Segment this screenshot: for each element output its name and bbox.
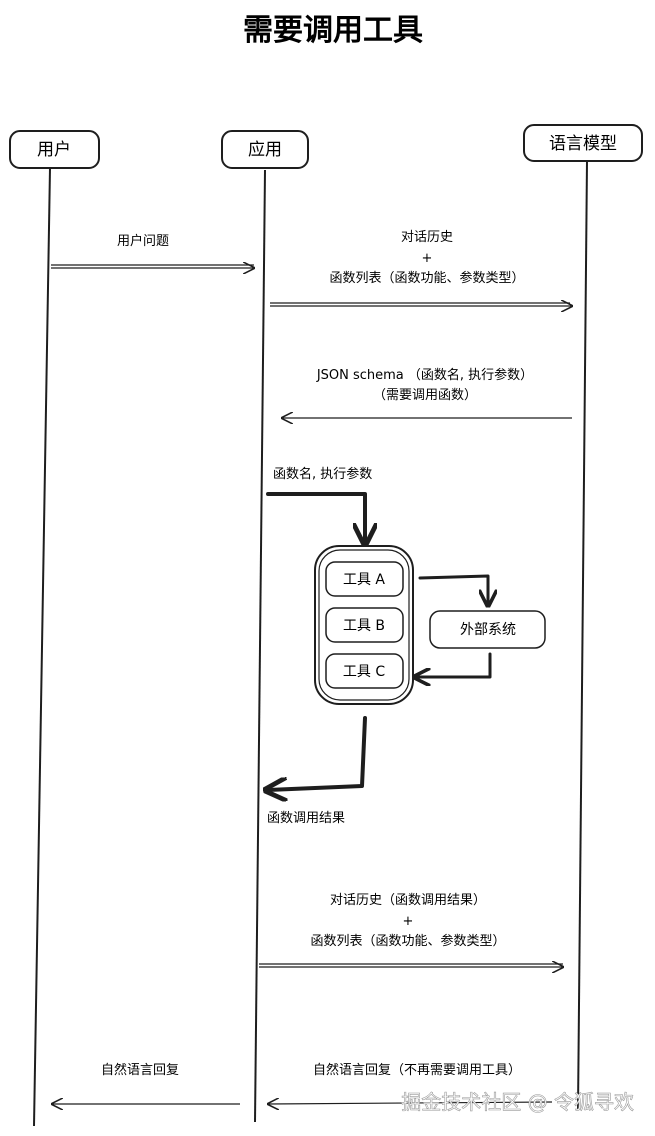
- arrow-app-to-llm-2: [259, 964, 563, 967]
- msg-result-label: 函数调用结果: [267, 811, 345, 826]
- external-system: 外部系统: [429, 610, 546, 649]
- actor-llm-label: 语言模型: [549, 134, 617, 154]
- arrow-llm-to-app-2: [268, 1102, 553, 1104]
- external-system-label: 外部系统: [460, 622, 516, 638]
- msg-resp2: 自然语言回复（不再需要调用工具）: [313, 1062, 521, 1078]
- msg-resp1-line2: （需要调用函数）: [373, 388, 477, 403]
- msg-req2-line3: 函数列表（函数功能、参数类型）: [310, 933, 505, 949]
- msg-user-question: 用户问题: [117, 233, 169, 249]
- actor-app: 应用: [221, 130, 309, 169]
- arrow-user-to-app: [51, 265, 254, 268]
- msg-req1-line1: 对话历史: [401, 230, 453, 245]
- app-lifeline: [254, 169, 266, 1123]
- arrow-tool-to-external: [418, 574, 488, 604]
- actor-app-label: 应用: [248, 140, 282, 160]
- msg-req2-line1: 对话历史（函数调用结果）: [330, 893, 486, 908]
- llm-lifeline: [577, 160, 588, 1111]
- msg-exec-label: 函数名, 执行参数: [273, 466, 372, 482]
- tool-c: 工具 C: [325, 653, 404, 689]
- watermark: 掘金技术社区 @ 令狐寻欢: [401, 1090, 634, 1114]
- arrow-external-to-tool: [416, 652, 492, 677]
- diagram-title: 需要调用工具: [243, 13, 423, 48]
- msg-req2-line2: +: [403, 914, 414, 929]
- tool-b-label: 工具 B: [343, 618, 385, 634]
- tool-a-label: 工具 A: [343, 572, 385, 588]
- msg-resp1-line1: JSON schema （函数名, 执行参数）: [316, 367, 533, 383]
- msg-answer: 自然语言回复: [101, 1062, 179, 1078]
- arrow-app-to-tools: [266, 492, 365, 542]
- actor-user: 用户: [9, 130, 100, 169]
- tool-b: 工具 B: [325, 607, 404, 643]
- actor-user-label: 用户: [37, 140, 71, 160]
- tool-a: 工具 A: [325, 561, 404, 597]
- actor-llm: 语言模型: [523, 124, 643, 162]
- arrow-app-to-llm-1: [270, 303, 572, 306]
- arrow-tools-to-app: [268, 716, 367, 790]
- user-lifeline: [33, 167, 51, 1127]
- msg-req1-line3: 函数列表（函数功能、参数类型）: [329, 270, 524, 286]
- msg-req1-line2: +: [422, 251, 433, 266]
- tool-c-label: 工具 C: [343, 664, 385, 680]
